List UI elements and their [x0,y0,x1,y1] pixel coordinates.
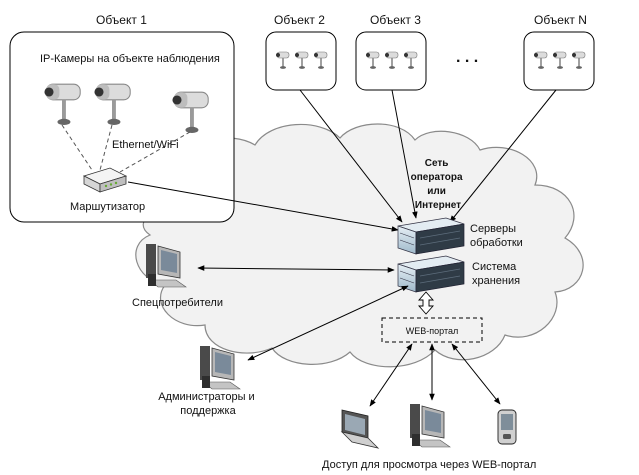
cameras-caption: IP-Камеры на объекте наблюдения [40,53,220,65]
link-admins [247,285,409,361]
router-icon [82,167,128,193]
portal-feed-arrow [418,291,434,315]
link-object3-servers [391,89,418,219]
link-special-users [197,265,395,273]
link-pda [451,343,501,405]
desktop-pc-icon [409,403,451,448]
link-objectN-servers [449,89,557,223]
laptop-icon [340,409,380,449]
network-label: Ethernet/WiFi [112,139,179,151]
object2-label: Объект 2 [274,13,325,27]
router-label: Маршутизатор [70,201,145,213]
admins-label: Администраторы и поддержка [158,391,258,417]
cloud-title: Сеть оператора или Интернет [411,158,466,211]
objectN-label: Объект N [534,13,587,27]
object2-frame [265,31,337,91]
servers-label: Серверы обработки [470,223,523,249]
special-users-label: Спецпотребители [132,297,223,309]
object3-label: Объект 3 [370,13,421,27]
storage-label: Система хранения [472,261,520,287]
object1-frame [9,31,235,223]
ellipsis: . . . [456,49,478,66]
objectN-frame [523,31,595,91]
link-router-servers [127,181,399,232]
pda-icon [497,409,517,445]
web-access-caption: Доступ для просмотра через WEB-портал [322,459,536,471]
object1-label: Объект 1 [96,13,147,27]
dashed-link [99,124,113,171]
web-portal-label: WEB-портал [406,326,458,336]
link-object2-servers [299,89,403,223]
web-portal-box [381,317,483,343]
link-laptop [369,343,413,407]
object3-frame [355,31,427,91]
dashed-link [61,124,93,171]
desktop-pc-icon [199,345,241,390]
